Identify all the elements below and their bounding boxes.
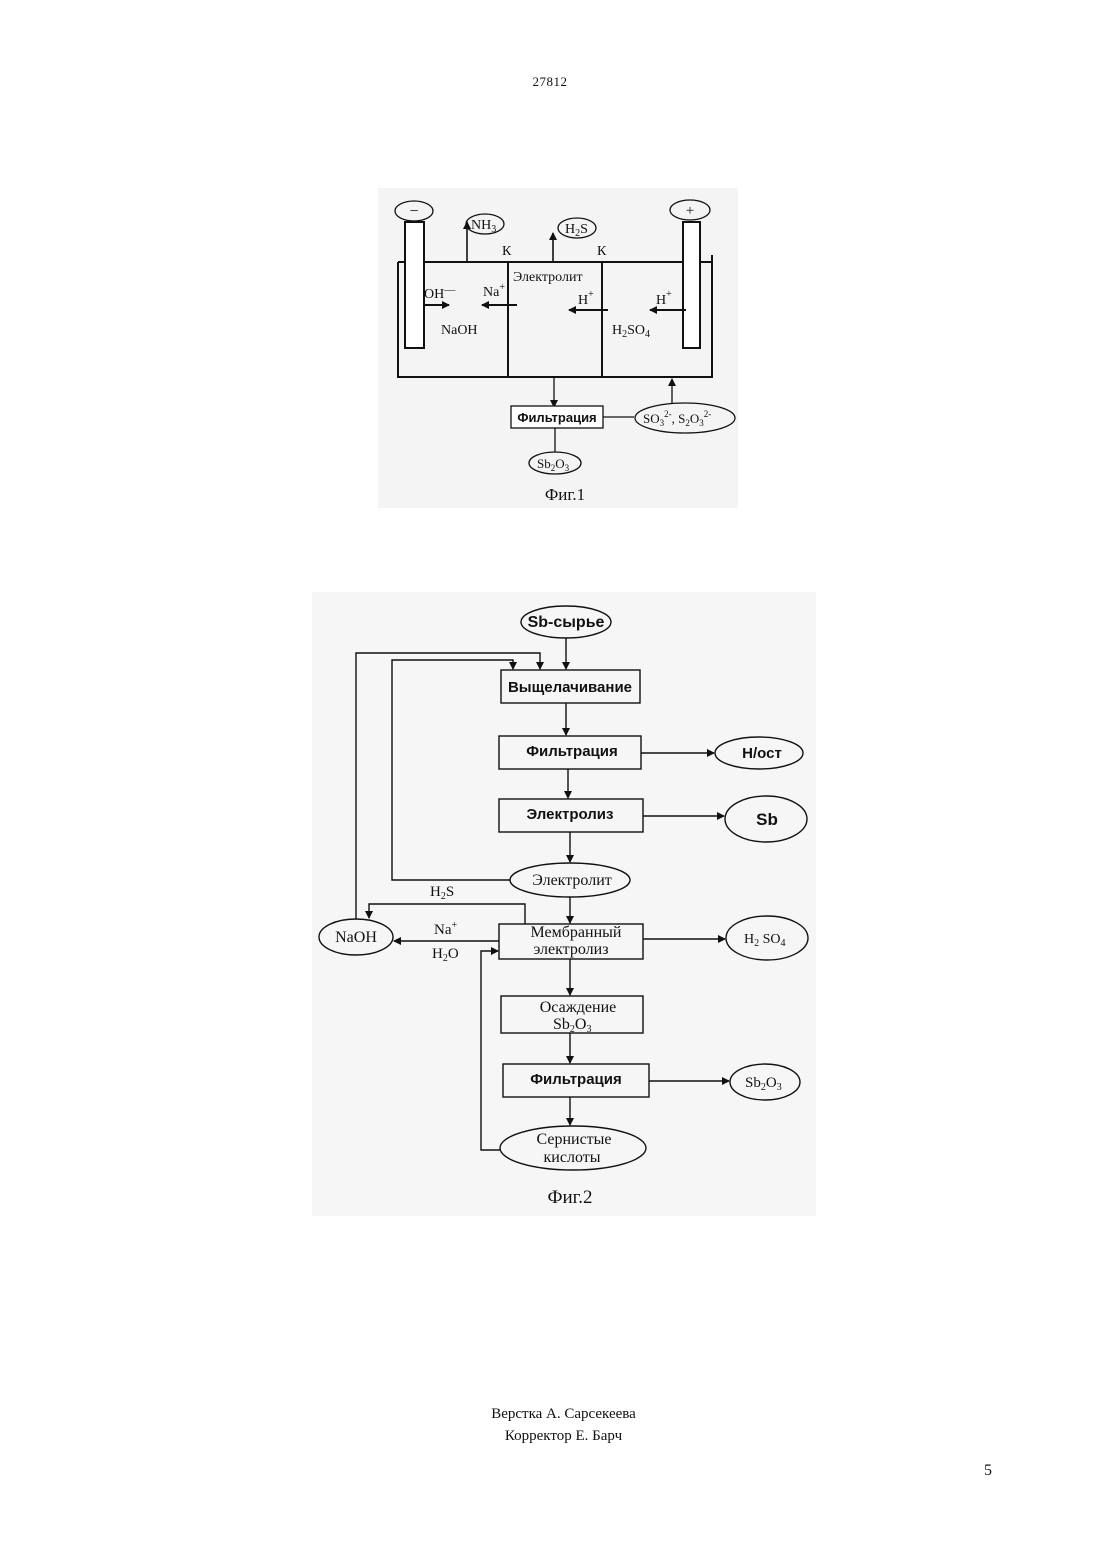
sb2o3-label: Sb2O3 (537, 456, 570, 473)
k-right-label: К (597, 244, 607, 259)
figure-1-caption: Фиг.1 (545, 485, 585, 504)
oh-ion-label: OH— (424, 284, 456, 302)
plus-sign: + (686, 203, 694, 219)
leaching-label: Выщелачивание (508, 679, 632, 696)
h-mid-ion-label: H+ (578, 289, 594, 308)
figure-1: − + NH3 H2S К К Электролит OH— Na+ H+ H+… (378, 188, 738, 508)
nh3-label: NH3 (471, 218, 496, 235)
document-number: 27812 (0, 74, 1100, 90)
h2so4-label: H2 SO4 (744, 932, 786, 949)
electrolysis-cell-diagram: − + NH3 H2S К К Электролит OH— Na+ H+ H+… (378, 188, 738, 508)
precipitation-label-2: Sb2O3 (553, 1016, 591, 1035)
page-number: 5 (984, 1462, 992, 1480)
minus-sign: − (409, 203, 418, 220)
electrolysis-label: Электролиз (527, 806, 614, 823)
sulfite-label: SO32-, S2O32- (643, 409, 711, 428)
raw-label: Sb-сырье (528, 614, 605, 631)
footer-layout-credit: Верстка А. Сарсекеева (0, 1406, 1100, 1423)
filtration2-label: Фильтрация (530, 1071, 622, 1088)
acids-label-1: Сернистые (536, 1131, 611, 1148)
h2s-label: H2S (430, 884, 454, 902)
h2o-label: H2O (432, 946, 459, 964)
residue-label: Н/ост (742, 745, 782, 762)
membrane-label-1: Мембранный (531, 924, 622, 941)
h2so4-label: H2SO4 (612, 323, 650, 340)
k-left-label: К (502, 244, 512, 259)
precipitation-label-1: Осаждение (540, 999, 616, 1016)
na-ion-label: Na+ (434, 920, 458, 938)
figure-2: Sb-сырье Выщелачивание Фильтрация Н/ост … (312, 592, 816, 1216)
figure-2-caption: Фиг.2 (547, 1187, 592, 1208)
h2s-label: H2S (565, 222, 588, 239)
acids-label-2: кислоты (544, 1149, 601, 1166)
na-ion-label: Na+ (483, 282, 505, 300)
cathode-electrode (405, 222, 424, 348)
sb2o3-output-label: Sb2O3 (745, 1075, 782, 1093)
electrolyte-label: Электролит (513, 270, 583, 285)
electrolyte-label: Электролит (532, 872, 612, 889)
naoh-label: NaOH (441, 323, 478, 338)
membrane-label-2: электролиз (533, 941, 608, 958)
process-flowchart: Sb-сырье Выщелачивание Фильтрация Н/ост … (312, 592, 816, 1216)
naoh-label: NaOH (335, 929, 377, 946)
anode-electrode (683, 222, 700, 348)
filtration-label: Фильтрация (517, 410, 596, 425)
filtration1-label: Фильтрация (526, 743, 618, 760)
sb-label: Sb (756, 810, 778, 829)
footer-corrector-credit: Корректор Е. Барч (0, 1428, 1100, 1445)
h-right-ion-label: H+ (656, 289, 672, 308)
